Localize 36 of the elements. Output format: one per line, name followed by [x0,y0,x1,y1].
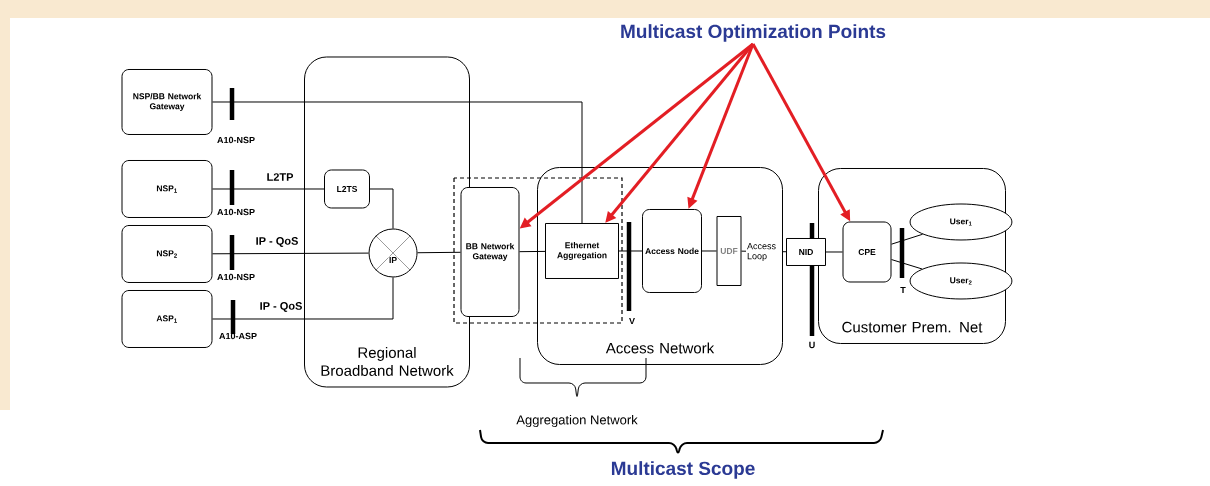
edge-label: IP - QoS [254,236,300,248]
connector-line [825,251,843,253]
interface-label: A10-NSP [217,273,255,281]
connector-line [891,233,924,245]
connector-line [212,277,394,320]
provider-box: NSP$_{1}$ [121,160,213,218]
connector-line [891,259,923,270]
interface-label: A10-NSP [217,208,255,216]
connector-line [618,250,643,252]
callout-title: Multicast Optimization Points [621,24,886,42]
connector-line [417,251,461,254]
nid-box: NID [786,238,826,266]
gateway-box: NSP/BB Network Gateway [121,69,213,135]
connector-line [212,252,369,255]
brace-label: Aggregation Network [516,414,638,428]
connector-line [212,101,583,224]
gateway-box: BB Network Gateway [460,187,520,317]
edge-label: Access Loop [746,241,782,262]
edge-label: IP - QoS [258,301,304,313]
interface-label: V [629,317,635,325]
udf-box: UDF [716,216,742,286]
provider-box: ASP$_{1}$ [121,290,213,348]
connector-line [369,188,394,229]
scope-label: Multicast Scope [611,461,755,479]
interface-label: T [900,286,906,294]
cpe-box: CPE [842,221,892,283]
edge-label: L2TP [265,172,295,182]
switch-box: Ethernet Aggregation [545,223,619,279]
interface-label: U [809,341,815,349]
interface-label: A10-NSP [217,136,255,144]
provider-box: NSP$_{2}$ [121,225,213,283]
connector-line [701,250,717,252]
server-box: L2TS [324,169,370,209]
access-node-box: Access Node [642,209,702,293]
connector-line [212,188,325,190]
connector-line [519,250,546,253]
